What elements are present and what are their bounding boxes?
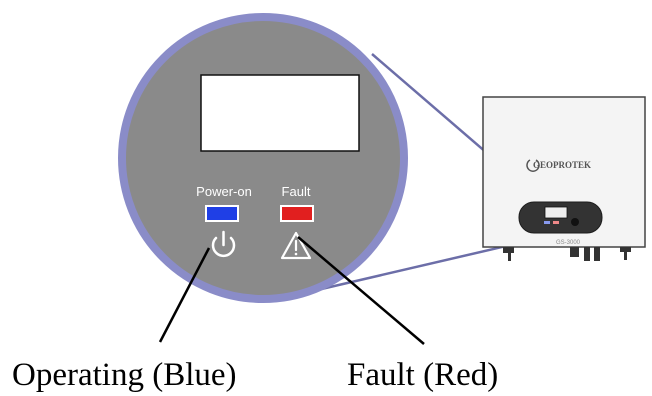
brand-logo-icon bbox=[526, 159, 540, 172]
device-knob bbox=[571, 218, 579, 226]
zoom-circle bbox=[118, 13, 408, 303]
lcd-display bbox=[200, 74, 360, 152]
zoom-panel: Power-on Fault bbox=[118, 13, 408, 303]
callout-pointers bbox=[158, 236, 425, 345]
device-mini-red-led bbox=[553, 221, 559, 224]
device-mini-display bbox=[544, 206, 568, 219]
fault-led bbox=[280, 205, 314, 222]
fault-label: Fault bbox=[282, 184, 311, 199]
warning-triangle-icon bbox=[280, 231, 312, 260]
device-connectors bbox=[503, 247, 631, 261]
power-on-led bbox=[205, 205, 239, 222]
device-brand: GEOPROTEK bbox=[533, 160, 591, 170]
inverter-device: GEOPROTEK GS-3000 bbox=[482, 96, 646, 261]
operating-caption: Operating (Blue) bbox=[12, 357, 237, 393]
power-on-label: Power-on bbox=[196, 184, 252, 199]
device-model: GS-3000 bbox=[556, 240, 581, 246]
fault-caption: Fault (Red) bbox=[347, 357, 498, 393]
fault-pointer bbox=[297, 236, 425, 345]
device-mini-blue-led bbox=[544, 221, 550, 224]
operating-pointer bbox=[158, 247, 211, 343]
power-icon bbox=[211, 230, 236, 258]
